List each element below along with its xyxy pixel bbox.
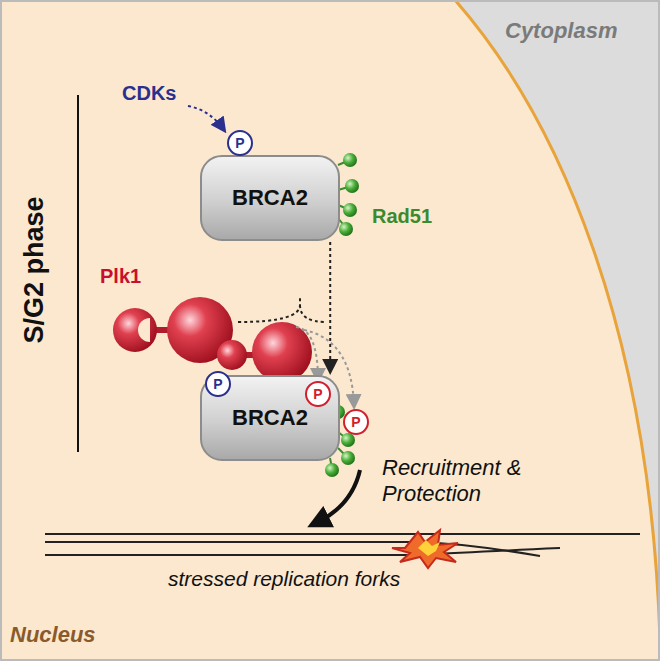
dotted-arrow	[329, 242, 331, 373]
phospho-mark: P	[235, 136, 244, 150]
protein-box: BRCA2	[200, 155, 340, 241]
process-label: Recruitment & Protection	[382, 455, 532, 508]
phospho-circle: P	[305, 381, 331, 407]
region-label: Cytoplasm	[505, 18, 617, 44]
phospho-mark: P	[313, 387, 322, 401]
phospho-circle: P	[227, 130, 253, 156]
protein-name: BRCA2	[232, 185, 308, 211]
region-label: Nucleus	[10, 622, 96, 648]
protein-label: Rad51	[372, 205, 432, 228]
phase-label: S/G2 phase	[19, 196, 50, 343]
protein-name: BRCA2	[232, 405, 308, 431]
phospho-mark: P	[351, 415, 360, 429]
phospho-circle: P	[205, 371, 231, 397]
structure-label: stressed replication forks	[168, 567, 400, 591]
phospho-mark: P	[213, 377, 222, 391]
phospho-circle: P	[343, 409, 369, 435]
kinase-label: CDKs	[122, 82, 176, 105]
kinase-label: Plk1	[100, 265, 141, 288]
